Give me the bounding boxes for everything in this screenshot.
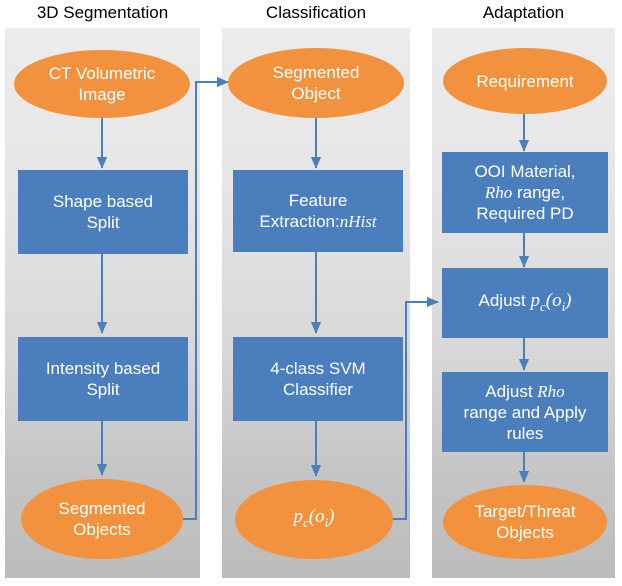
node-intensity-based-split[interactable]: Intensity based Split <box>18 337 188 421</box>
adjust-pc-oi-p-symbol: p <box>530 289 541 311</box>
adjust-pc-oi-c-subscript: c <box>540 298 546 314</box>
pc-oi-c-subscript: c <box>303 514 309 530</box>
ooi-material-line1: OOI Material, <box>474 162 576 181</box>
node-adjust-pc-oi[interactable]: Adjust pc(oi) <box>442 268 608 338</box>
target-threat-line2: Objects <box>496 523 554 542</box>
feature-extraction-line1: Feature <box>288 191 348 210</box>
node-adjust-rho-range[interactable]: Adjust Rho range and Apply rules <box>442 372 608 452</box>
adjust-pc-oi-prefix: Adjust <box>478 290 526 310</box>
pc-oi-p-symbol: p <box>293 506 304 528</box>
svm-classifier-line2: Classifier <box>283 380 353 399</box>
intensity-based-split-line1: Intensity based <box>45 359 161 378</box>
pc-oi-close-paren: ) <box>328 506 335 528</box>
feature-extraction-line2-prefix: Extraction: <box>259 212 340 231</box>
adjust-pc-oi-i-subscript: i <box>561 298 566 314</box>
shape-based-split-line1: Shape based <box>52 192 154 211</box>
adjust-pc-oi-open-paren: ( <box>545 289 553 311</box>
node-svm-classifier[interactable]: 4-class SVM Classifier <box>233 337 403 421</box>
ooi-material-line3: Required PD <box>476 204 574 223</box>
pc-oi-i-subscript: i <box>324 514 329 530</box>
adjust-pc-oi-o-symbol: o <box>552 289 562 311</box>
node-segmented-objects[interactable]: Segmented Objects <box>21 479 183 559</box>
column-title-adaptation: Adaptation <box>482 3 565 22</box>
target-threat-line1: Target/Threat <box>474 502 576 521</box>
adjust-rho-rho-symbol: Rho <box>537 381 565 401</box>
adjust-rho-line2: range and Apply <box>463 402 587 422</box>
node-ct-volumetric-image[interactable]: CT Volumetric Image <box>14 50 190 118</box>
node-target-threat-objects[interactable]: Target/Threat Objects <box>443 485 607 559</box>
ooi-material-rho-symbol: Rho <box>484 183 513 202</box>
intensity-based-split-line2: Split <box>86 380 120 399</box>
column-title-classification: Classification <box>265 3 367 22</box>
adjust-pc-oi-formula: pc(oi) <box>530 289 572 314</box>
adjust-pc-oi-close-paren: ) <box>565 289 572 311</box>
ct-volumetric-image-line1: CT Volumetric <box>48 64 156 83</box>
segmented-objects-line2: Objects <box>73 520 131 539</box>
adjust-rho-line1-prefix: Adjust <box>485 381 533 401</box>
node-pc-oi-output[interactable]: pc(oi) <box>235 480 393 559</box>
ooi-material-line2-suffix: range, <box>516 183 566 202</box>
adjust-rho-line3: rules <box>506 423 544 443</box>
node-shape-based-split[interactable]: Shape based Split <box>18 170 188 254</box>
segmented-object-line2: Object <box>291 84 341 103</box>
pc-oi-formula: pc(oi) <box>293 506 335 530</box>
column-title-segmentation: 3D Segmentation <box>36 3 169 22</box>
pc-oi-open-paren: ( <box>308 506 316 528</box>
pc-oi-o-symbol: o <box>315 506 325 528</box>
requirement-line1: Requirement <box>476 71 574 91</box>
node-segmented-object[interactable]: Segmented Object <box>228 48 404 118</box>
svm-classifier-line1: 4-class SVM <box>270 359 366 378</box>
feature-extraction-nhist-symbol: nHist <box>339 212 377 231</box>
shape-based-split-line2: Split <box>86 213 120 232</box>
node-ooi-material[interactable]: OOI Material, Rho range, Required PD <box>442 152 608 233</box>
ct-volumetric-image-line2: Image <box>78 85 126 104</box>
segmented-object-line1: Segmented <box>272 63 360 82</box>
segmented-objects-line1: Segmented <box>58 499 146 518</box>
node-feature-extraction[interactable]: Feature Extraction:nHist <box>233 170 403 252</box>
node-requirement[interactable]: Requirement <box>443 48 607 114</box>
